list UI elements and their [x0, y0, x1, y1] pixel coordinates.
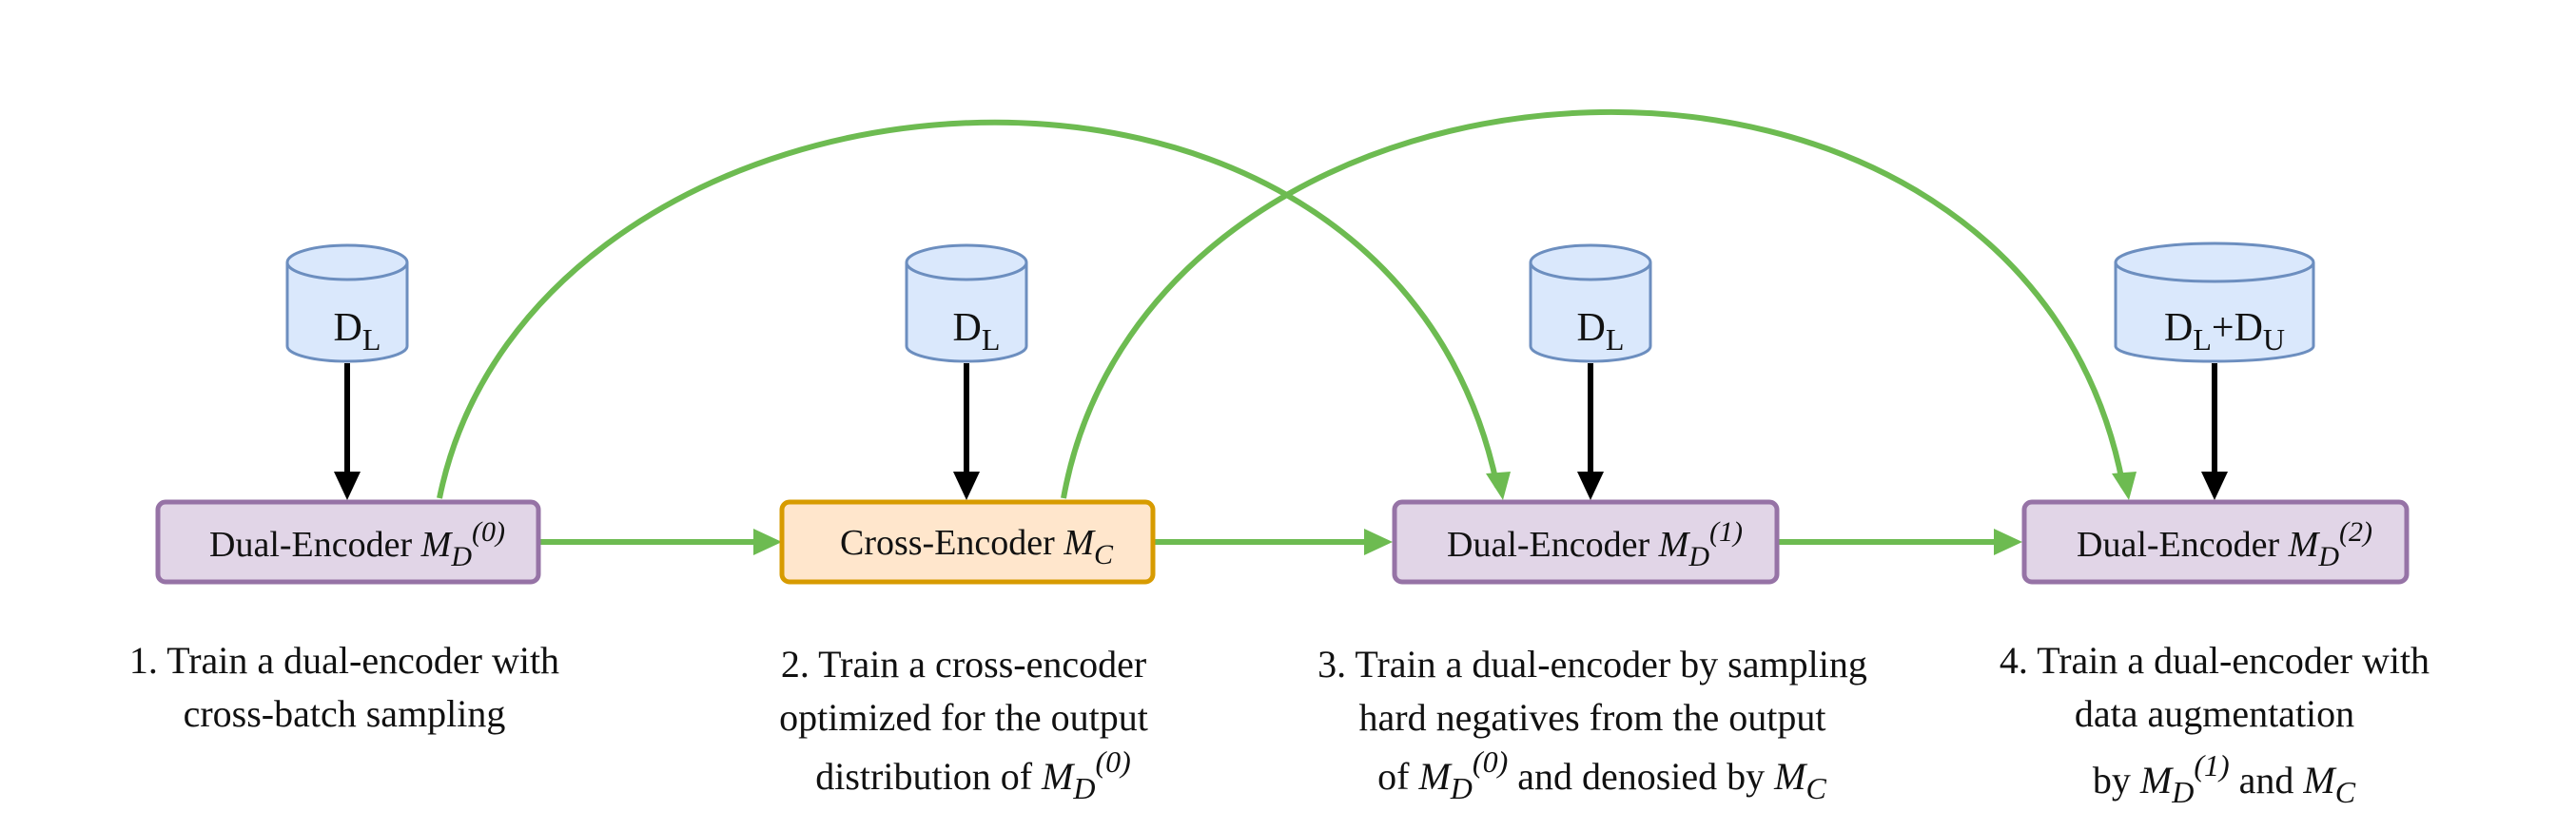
curve-arrow-md0-to-md1 [437, 119, 1500, 499]
data-arrow-4 [2201, 363, 2228, 500]
caption-line: hard negatives from the output [1359, 696, 1826, 739]
db-label-sub-2: U [2263, 322, 2285, 357]
svg-text:DL+DU: DL+DU [2094, 306, 2334, 359]
svg-text:DL: DL [1507, 306, 1674, 359]
model-box-dual-encoder-2: Dual-Encoder MD(2) [2014, 499, 2418, 585]
db-label-plus: + [2212, 306, 2234, 350]
svg-text:DL: DL [883, 306, 1050, 359]
caption-model-var: M [2139, 759, 2175, 802]
db-label: D [334, 306, 362, 350]
db-label: D [2164, 306, 2193, 350]
db-label: D [953, 306, 982, 350]
database-2: DL [883, 243, 1050, 363]
caption-line: 3. Train a dual-encoder by sampling [1317, 643, 1867, 686]
caption-line: 4. Train a dual-encoder with [2000, 639, 2430, 682]
caption-line: cross-batch sampling [184, 692, 506, 735]
flow-arrow-md1-to-md2 [1779, 529, 2022, 555]
model-box-dual-encoder-1: Dual-Encoder MD(1) [1384, 499, 1788, 585]
model-label: Dual-Encoder [1447, 525, 1659, 565]
model-sup: (0) [472, 516, 505, 548]
model-var: M [1658, 525, 1691, 565]
curve-arrowhead-md2 [2112, 472, 2137, 500]
flow-arrow-md0-to-mc [540, 529, 782, 555]
caption-line: data augmentation [2075, 692, 2354, 735]
db-label-sub: L [982, 322, 1001, 357]
db-label: D [1577, 306, 1606, 350]
model-label: Dual-Encoder [2077, 525, 2289, 565]
database-4: DL+DU [2094, 242, 2334, 363]
model-var: M [420, 525, 454, 565]
model-var: M [2288, 525, 2321, 565]
model-label: Cross-Encoder [840, 523, 1064, 563]
caption-line: 1. Train a dual-encoder with [129, 639, 559, 682]
caption-line: distribution of MD(0) [749, 738, 1179, 805]
svg-text:DL: DL [263, 306, 431, 359]
flow-arrow-mc-to-md1 [1155, 529, 1393, 555]
caption-model-var: M [1417, 755, 1453, 798]
db-label-sub: L [1606, 322, 1625, 357]
db-label-2: D [2234, 306, 2263, 350]
model-sub: C [1094, 539, 1114, 570]
curve-arrow-mc-to-md2 [1061, 108, 2126, 499]
caption-model-var: M [1773, 755, 1808, 798]
caption-model-var: M [1041, 755, 1076, 798]
data-arrow-3 [1577, 363, 1604, 500]
data-arrow-1 [334, 363, 361, 500]
caption-line: by MD(1) and MC [2026, 748, 2403, 811]
database-1: DL [263, 243, 431, 363]
model-sub: D [2317, 541, 2339, 572]
caption-model-var: M [2302, 759, 2337, 802]
db-label-sub: L [362, 322, 381, 357]
model-var: M [1063, 523, 1096, 563]
caption-step-2: 2. Train a cross-encoder optimized for t… [749, 643, 1179, 805]
data-arrow-2 [953, 363, 980, 500]
model-sub: D [1688, 541, 1709, 572]
model-sup: (2) [2339, 516, 2372, 548]
model-sup: (1) [1709, 516, 1743, 548]
svg-text:Cross-Encoder MC: Cross-Encoder MC [776, 523, 1158, 572]
model-sub: D [450, 541, 472, 572]
caption-step-3: 3. Train a dual-encoder by sampling hard… [1311, 643, 1874, 807]
model-box-cross-encoder: Cross-Encoder MC [776, 499, 1158, 585]
caption-step-1: 1. Train a dual-encoder with cross-batch… [129, 639, 559, 735]
caption-line: 2. Train a cross-encoder [781, 643, 1146, 686]
caption-step-4: 4. Train a dual-encoder with data augmen… [2000, 639, 2430, 811]
model-label: Dual-Encoder [209, 525, 421, 565]
svg-text:Dual-Encoder MD(2): Dual-Encoder MD(2) [2014, 510, 2418, 572]
curve-arrowhead-md1 [1486, 472, 1511, 500]
svg-text:Dual-Encoder MD(1): Dual-Encoder MD(1) [1384, 510, 1788, 572]
db-label-sub: L [2193, 322, 2212, 357]
caption-line: of MD(0) and denosied by MC [1311, 744, 1874, 807]
database-3: DL [1507, 243, 1674, 363]
model-box-dual-encoder-0: Dual-Encoder MD(0) [146, 499, 551, 585]
svg-text:Dual-Encoder MD(0): Dual-Encoder MD(0) [146, 510, 551, 572]
caption-line: optimized for the output [779, 696, 1148, 739]
